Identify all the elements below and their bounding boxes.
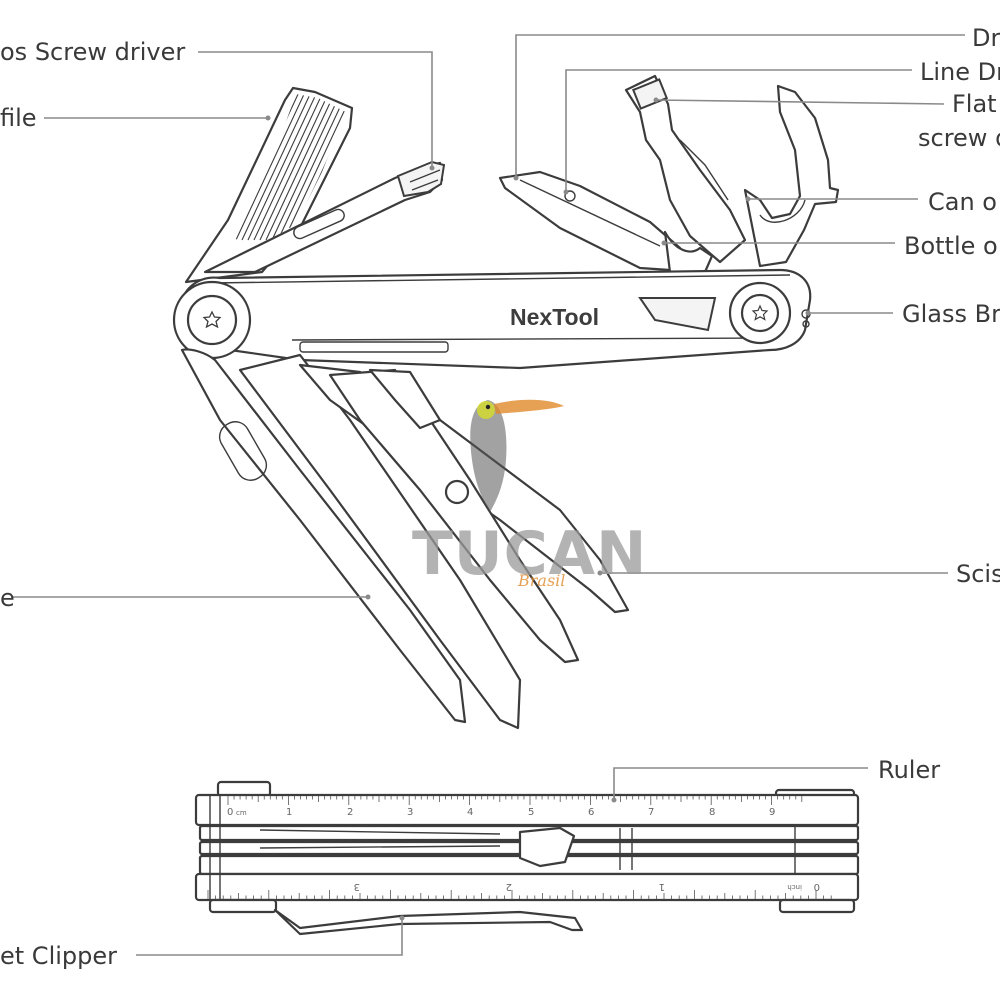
ruler-bottom-unit: inch: [787, 883, 802, 891]
ruler-top-number-2: 2: [347, 807, 353, 818]
left-pivot-screw: [172, 280, 252, 360]
label-flat-screwdriver-line2: screw d: [918, 124, 1000, 152]
ruler-top-number-6: 6: [588, 807, 594, 818]
phillips-screwdriver-tool: [203, 160, 446, 274]
knife-tool: [180, 348, 522, 730]
leader-drill: [515, 34, 965, 178]
brand-logo: NexTool: [510, 304, 599, 330]
ruler-bottom-number-0: 0: [814, 881, 820, 892]
label-line-drill: Line Dr: [920, 58, 1000, 86]
scissors-tool: [298, 363, 630, 664]
label-scissors: Scis: [956, 560, 1000, 588]
label-file: file: [0, 104, 37, 132]
pocket-clipper-tool: [273, 908, 584, 936]
leader-lines: [12, 34, 965, 956]
ruler-top-unit: cm: [236, 809, 247, 817]
leader-line-drill: [565, 69, 912, 192]
ruler-top-number-7: 7: [648, 807, 654, 818]
callout-labels: os Screw driver file Dr Line Dr Flat scr…: [0, 24, 1000, 970]
main-handle: NexTool: [178, 268, 812, 370]
bottle-opener-tool: [663, 230, 714, 274]
label-drill: Dr: [972, 24, 1000, 52]
label-pocket-clipper: et Clipper: [0, 942, 117, 970]
label-glass-breaker: Glass Br: [902, 300, 1000, 328]
flat-screwdriver-tool: [624, 74, 747, 264]
ruler-bottom-number-2: 2: [506, 881, 512, 892]
label-phillips-screwdriver: os Screw driver: [0, 38, 185, 66]
ruler-bottom-bar: [194, 872, 860, 902]
ruler-top-number-4: 4: [467, 807, 473, 818]
label-can-opener: Can o: [928, 188, 997, 216]
ruler-top-number-5: 5: [528, 807, 534, 818]
label-bottle-opener: Bottle o: [904, 232, 998, 260]
ruler-top-number-8: 8: [709, 807, 715, 818]
ruler-top-number-0: 0: [227, 807, 233, 818]
ruler-top-bar: [194, 793, 860, 827]
open-multitool-illustration: NexTool: [172, 74, 840, 730]
file-tool: [184, 86, 354, 284]
label-flat-screwdriver-line1: Flat: [952, 90, 997, 118]
closed-multitool-illustration: 0 cm 1 2 3 4 5 6 7 8 9 3 2 1 0 inch: [194, 780, 860, 936]
ruler-top-ticks: [227, 796, 803, 805]
ruler-bottom-ticks: [207, 890, 832, 899]
ruler-top-number-9: 9: [769, 807, 775, 818]
watermark-subtext: Brasil: [517, 571, 565, 590]
tucan-watermark: TUCAN Brasil: [412, 399, 647, 590]
drill-tool: [498, 170, 682, 272]
can-opener-tool: [743, 84, 840, 268]
right-pivot-screw: [728, 281, 792, 345]
ruler-bottom-number-1: 1: [659, 881, 665, 892]
leader-flat-screwdriver: [655, 99, 945, 105]
ruler-top-number-1: 1: [286, 807, 292, 818]
leader-phillips-screwdriver: [198, 51, 433, 168]
label-ruler: Ruler: [878, 756, 940, 784]
leader-end-dots: [265, 97, 811, 921]
leader-ruler: [613, 767, 868, 800]
ruler-top-number-3: 3: [407, 807, 413, 818]
label-knife: e: [0, 584, 15, 612]
watermark-text: TUCAN: [412, 519, 647, 589]
leader-pocket-clipper: [136, 918, 403, 956]
ruler-bottom-number-3: 3: [354, 881, 360, 892]
toucan-logo-icon: [470, 399, 564, 512]
